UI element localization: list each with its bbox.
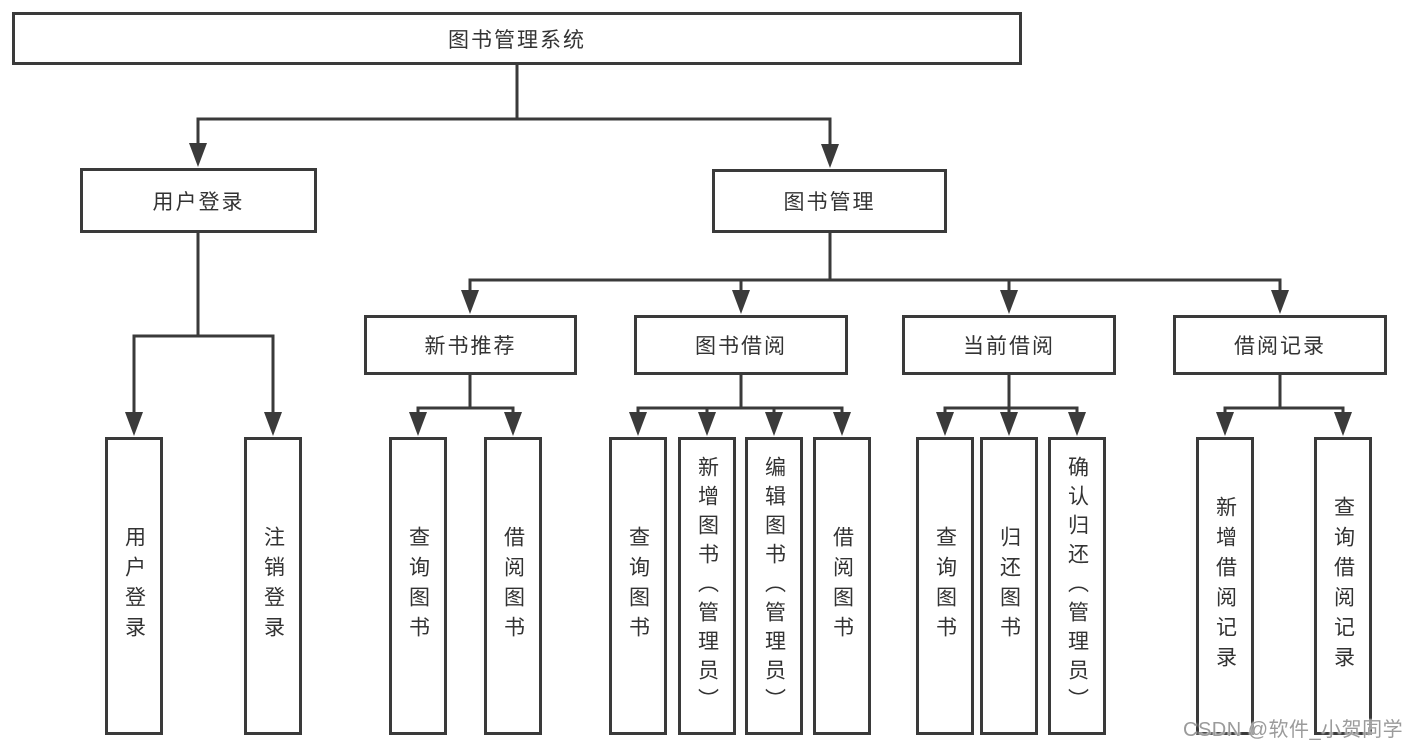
leaf-user-login: 用户登录 — [105, 437, 163, 735]
csdn-watermark: CSDN @软件_小贺同学 — [1183, 719, 1404, 741]
node-borrow-record: 借阅记录 — [1173, 315, 1387, 375]
node-current-borrow: 当前借阅 — [902, 315, 1116, 375]
leaf-query-book-3: 查询图书 — [916, 437, 974, 735]
leaf-confirm-return-admin: 确认归还（管理员） — [1048, 437, 1106, 735]
leaf-borrow-book-1: 借阅图书 — [484, 437, 542, 735]
leaf-query-borrow-record: 查询借阅记录 — [1314, 437, 1372, 735]
node-new-book-recommend: 新书推荐 — [364, 315, 577, 375]
leaf-return-book: 归还图书 — [980, 437, 1038, 735]
leaf-borrow-book-2: 借阅图书 — [813, 437, 871, 735]
leaf-query-book-2: 查询图书 — [609, 437, 667, 735]
leaf-logout: 注销登录 — [244, 437, 302, 735]
leaf-add-borrow-record: 新增借阅记录 — [1196, 437, 1254, 735]
node-book-management: 图书管理 — [712, 169, 947, 233]
node-root-system: 图书管理系统 — [12, 12, 1022, 65]
leaf-add-book-admin: 新增图书（管理员） — [678, 437, 736, 735]
node-book-borrow: 图书借阅 — [634, 315, 848, 375]
leaf-edit-book-admin: 编辑图书（管理员） — [745, 437, 803, 735]
node-user-login: 用户登录 — [80, 168, 317, 233]
leaf-query-book-1: 查询图书 — [389, 437, 447, 735]
